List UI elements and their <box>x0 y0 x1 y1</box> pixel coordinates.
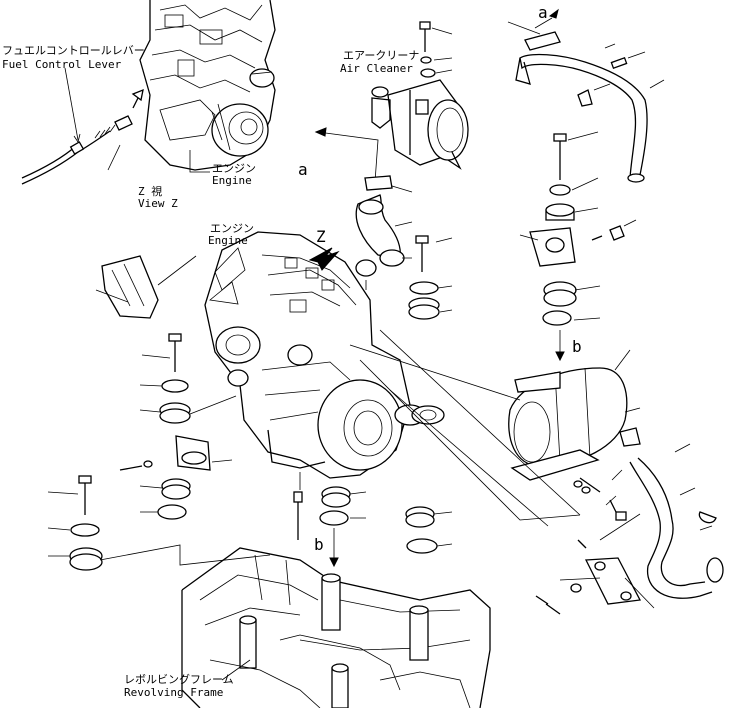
muffler <box>508 349 641 481</box>
revolving-frame-jp-label: レボルビングフレーム <box>124 672 234 686</box>
leader-lines-center <box>349 329 581 527</box>
ref-a-left-arrow <box>314 127 379 183</box>
ref-a-top-label: a <box>538 3 548 22</box>
left-engine-bracket <box>95 255 197 319</box>
lower-right-bracket <box>535 513 655 615</box>
lower-left-mount-stack <box>47 475 271 571</box>
engine-detail-jp-label: エンジン <box>212 162 256 175</box>
air-cleaner <box>371 21 469 170</box>
center-lower-hardware <box>293 472 453 568</box>
main-engine <box>204 231 429 479</box>
center-mount-stack <box>408 235 453 425</box>
tail-pipe <box>507 8 665 183</box>
fuel-control-lever-jp-label: フュエルコントロールレバー <box>2 44 145 57</box>
revolving-frame-leader <box>221 659 251 681</box>
revolving-frame-en-label: Revolving Frame <box>124 686 223 699</box>
right-mount-stack <box>519 131 637 362</box>
left-mount-bracket <box>119 435 233 471</box>
view-z-marker-label: Z <box>316 227 326 246</box>
intake-hose <box>355 175 413 290</box>
fuel-control-lever-en-label: Fuel Control Lever <box>2 58 122 71</box>
ref-b-lower-label: b <box>314 535 324 554</box>
view-z-jp-label: Z 視 <box>138 184 162 198</box>
view-z-engine-detail <box>131 0 276 173</box>
view-z-en-label: View Z <box>138 197 178 210</box>
engine-detail-en-label: Engine <box>212 174 252 187</box>
lower-tail-pipe <box>629 443 724 599</box>
ref-b-right-label: b <box>572 337 582 356</box>
ref-a-left-label: a <box>298 160 308 179</box>
air-cleaner-jp-label: エアークリーナ <box>343 49 419 62</box>
view-z-arrow <box>308 247 340 271</box>
air-cleaner-en-label: Air Cleaner <box>340 62 413 75</box>
engine-main-jp-label: エンジン <box>210 222 254 235</box>
engine-main-en-label: Engine <box>208 234 248 247</box>
revolving-frame <box>181 547 491 708</box>
fuel-control-lever <box>21 67 133 185</box>
muffler-hardware <box>573 427 641 521</box>
left-mount-stack <box>139 333 237 424</box>
